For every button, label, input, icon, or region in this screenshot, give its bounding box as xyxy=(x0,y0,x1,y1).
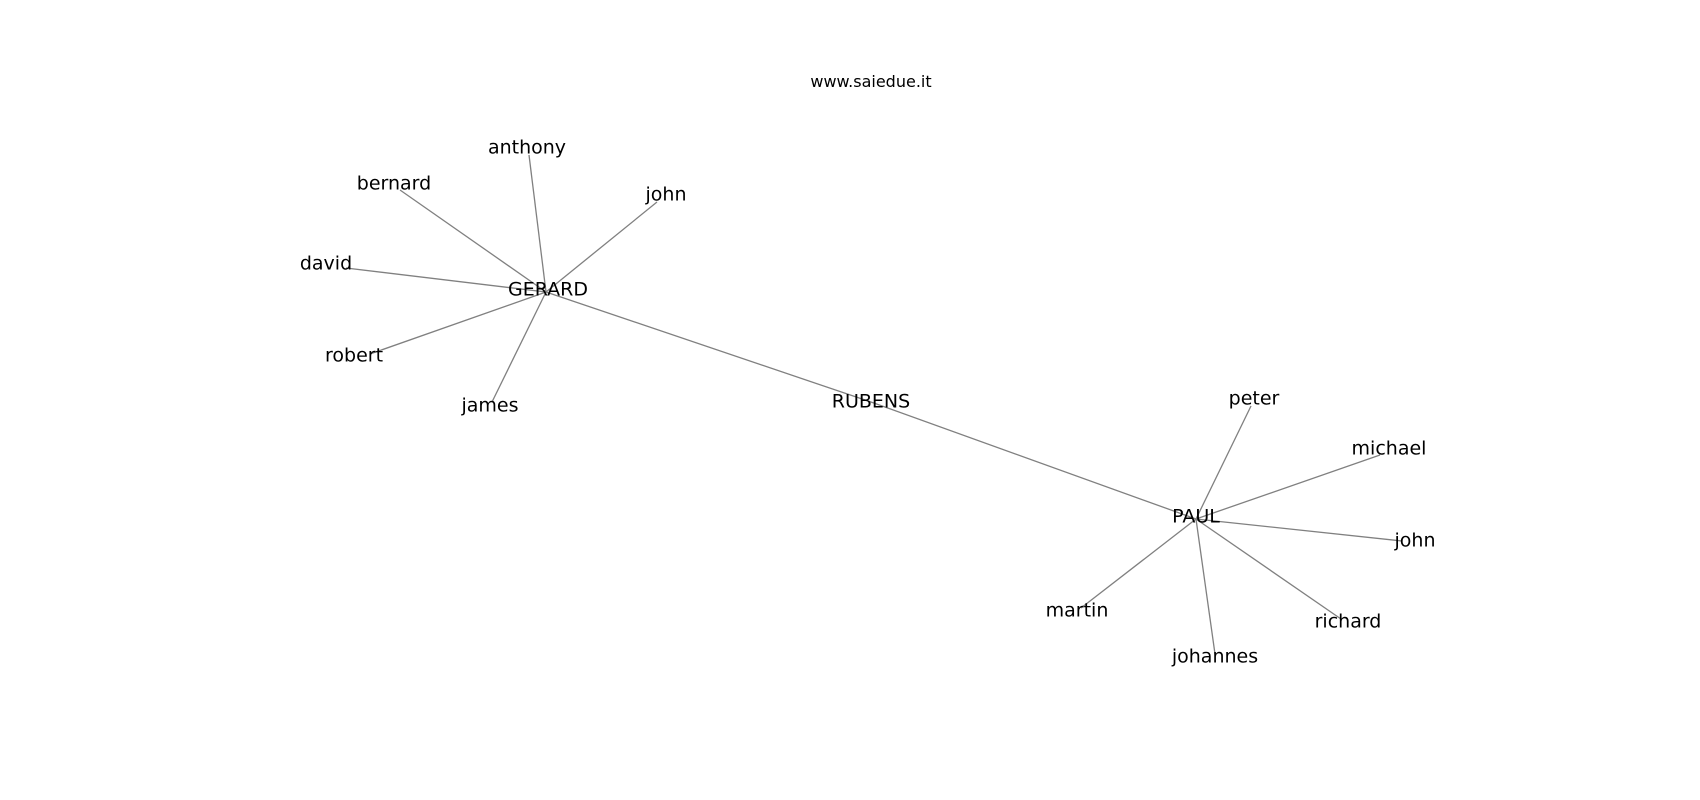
edge-gerard-david xyxy=(345,267,547,293)
edge-paul-richard xyxy=(1195,518,1342,620)
edge-paul-michael xyxy=(1195,454,1381,520)
node-label-anthony: anthony xyxy=(488,137,566,159)
node-label-john-g: john xyxy=(645,184,687,206)
node-label-robert: robert xyxy=(325,345,383,367)
node-label-paul: PAUL xyxy=(1172,506,1220,528)
edge-layer xyxy=(345,154,1403,655)
node-label-john-p: john xyxy=(1394,530,1436,552)
node-label-peter: peter xyxy=(1229,388,1280,410)
edge-paul-martin xyxy=(1080,518,1197,609)
edge-rubens-gerard xyxy=(545,291,872,403)
edge-paul-johannes xyxy=(1195,518,1216,655)
edge-gerard-john_g xyxy=(545,201,658,293)
edge-gerard-james xyxy=(491,291,547,403)
edge-rubens-paul xyxy=(870,401,1197,520)
node-layer: RUBENS GERARD PAUL anthony bernard john david r… xyxy=(300,137,1436,668)
node-label-james: james xyxy=(460,395,518,417)
node-label-bernard: bernard xyxy=(357,173,431,195)
node-label-rubens: RUBENS xyxy=(832,391,910,413)
edge-paul-john_p xyxy=(1195,518,1403,542)
edge-gerard-robert xyxy=(369,291,547,355)
node-label-david: david xyxy=(300,253,352,275)
edge-gerard-anthony xyxy=(528,154,547,293)
node-label-richard: richard xyxy=(1315,611,1382,633)
node-label-johannes: johannes xyxy=(1171,646,1258,668)
node-label-gerard: GERARD xyxy=(508,279,588,301)
node-label-michael: michael xyxy=(1352,438,1427,460)
edge-paul-peter xyxy=(1195,405,1252,520)
watermark-text: www.saiedue.it xyxy=(810,72,932,91)
edge-gerard-bernard xyxy=(399,189,547,293)
node-label-martin: martin xyxy=(1046,600,1109,622)
